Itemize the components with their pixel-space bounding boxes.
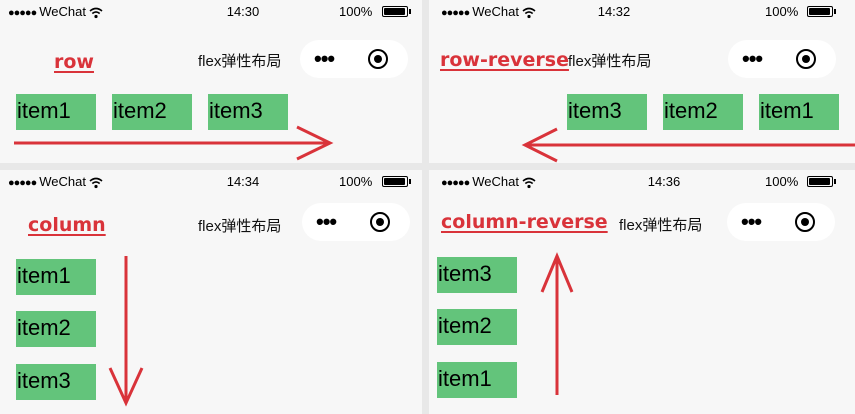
capsule-menu: ••• xyxy=(302,203,410,241)
battery-percent: 100% xyxy=(765,4,799,19)
panel-row: ●●●●●WeChat 14:30 100% row flex弹性布局 ••• … xyxy=(0,0,422,163)
arrow-left-icon xyxy=(521,127,855,163)
flex-item: item1 xyxy=(759,94,839,130)
battery-icon xyxy=(382,6,411,17)
battery-icon xyxy=(382,176,411,187)
battery-percent: 100% xyxy=(339,4,373,19)
clock: 14:36 xyxy=(647,174,681,189)
capsule-menu: ••• xyxy=(728,40,836,78)
arrow-up-icon xyxy=(540,252,574,395)
wifi-icon xyxy=(522,7,536,19)
status-bar: ●●●●●WeChat 14:32 100% xyxy=(429,0,855,26)
flex-mode-label: column xyxy=(28,214,106,236)
flex-item: item1 xyxy=(16,94,96,130)
status-bar: ●●●●●WeChat 14:34 100% xyxy=(0,170,422,196)
panel-column-reverse: ●●●●●WeChat 14:36 100% column-reverse fl… xyxy=(429,170,855,414)
navigation-bar: column-reverse flex弹性布局 ••• xyxy=(429,200,855,250)
flex-item: item1 xyxy=(16,259,96,295)
flex-mode-label: column-reverse xyxy=(441,211,608,233)
battery-percent: 100% xyxy=(765,174,799,189)
flex-mode-label: row-reverse xyxy=(440,49,569,71)
record-icon[interactable] xyxy=(368,49,388,69)
signal-icon: ●●●●● xyxy=(441,177,470,189)
wifi-icon xyxy=(89,177,103,189)
flex-item: item3 xyxy=(567,94,647,130)
wifi-icon xyxy=(89,7,103,19)
carrier-label: WeChat xyxy=(39,4,86,19)
carrier-label: WeChat xyxy=(472,174,519,189)
wifi-icon xyxy=(522,177,536,189)
signal-icon: ●●●●● xyxy=(8,177,37,189)
flex-item: item2 xyxy=(16,311,96,347)
flex-item: item2 xyxy=(663,94,743,130)
capsule-menu: ••• xyxy=(300,40,408,78)
panel-column: ●●●●●WeChat 14:34 100% column flex弹性布局 •… xyxy=(0,170,422,414)
status-bar: ●●●●●WeChat 14:30 100% xyxy=(0,0,422,26)
more-icon[interactable]: ••• xyxy=(742,46,763,71)
panel-row-reverse: ●●●●●WeChat 14:32 100% row-reverse flex弹… xyxy=(429,0,855,163)
record-icon[interactable] xyxy=(796,49,816,69)
page-title: flex弹性布局 xyxy=(568,53,652,70)
battery-icon xyxy=(807,176,836,187)
flex-item: item2 xyxy=(112,94,192,130)
carrier-label: WeChat xyxy=(472,4,519,19)
clock: 14:34 xyxy=(226,174,260,189)
signal-icon: ●●●●● xyxy=(8,7,37,19)
clock: 14:30 xyxy=(226,4,260,19)
arrow-down-icon xyxy=(108,256,144,407)
flex-item: item3 xyxy=(437,257,517,293)
battery-icon xyxy=(807,6,836,17)
capsule-menu: ••• xyxy=(727,203,835,241)
flex-item: item2 xyxy=(437,309,517,345)
navigation-bar: column flex弹性布局 ••• xyxy=(0,200,422,250)
navigation-bar: row flex弹性布局 ••• xyxy=(0,30,422,80)
flex-mode-label: row xyxy=(54,51,94,73)
navigation-bar: row-reverse flex弹性布局 ••• xyxy=(429,30,855,80)
page-title: flex弹性布局 xyxy=(198,218,282,235)
battery-percent: 100% xyxy=(339,174,373,189)
more-icon[interactable]: ••• xyxy=(741,209,762,234)
more-icon[interactable]: ••• xyxy=(316,209,337,234)
flex-item: item3 xyxy=(16,364,96,400)
carrier-label: WeChat xyxy=(39,174,86,189)
arrow-right-icon xyxy=(14,125,334,161)
page-title: flex弹性布局 xyxy=(619,217,703,234)
flex-item: item1 xyxy=(437,362,517,398)
signal-icon: ●●●●● xyxy=(441,7,470,19)
clock: 14:32 xyxy=(597,4,631,19)
record-icon[interactable] xyxy=(370,212,390,232)
page-title: flex弹性布局 xyxy=(198,53,282,70)
status-bar: ●●●●●WeChat 14:36 100% xyxy=(429,170,855,196)
record-icon[interactable] xyxy=(795,212,815,232)
flex-item: item3 xyxy=(208,94,288,130)
more-icon[interactable]: ••• xyxy=(314,46,335,71)
